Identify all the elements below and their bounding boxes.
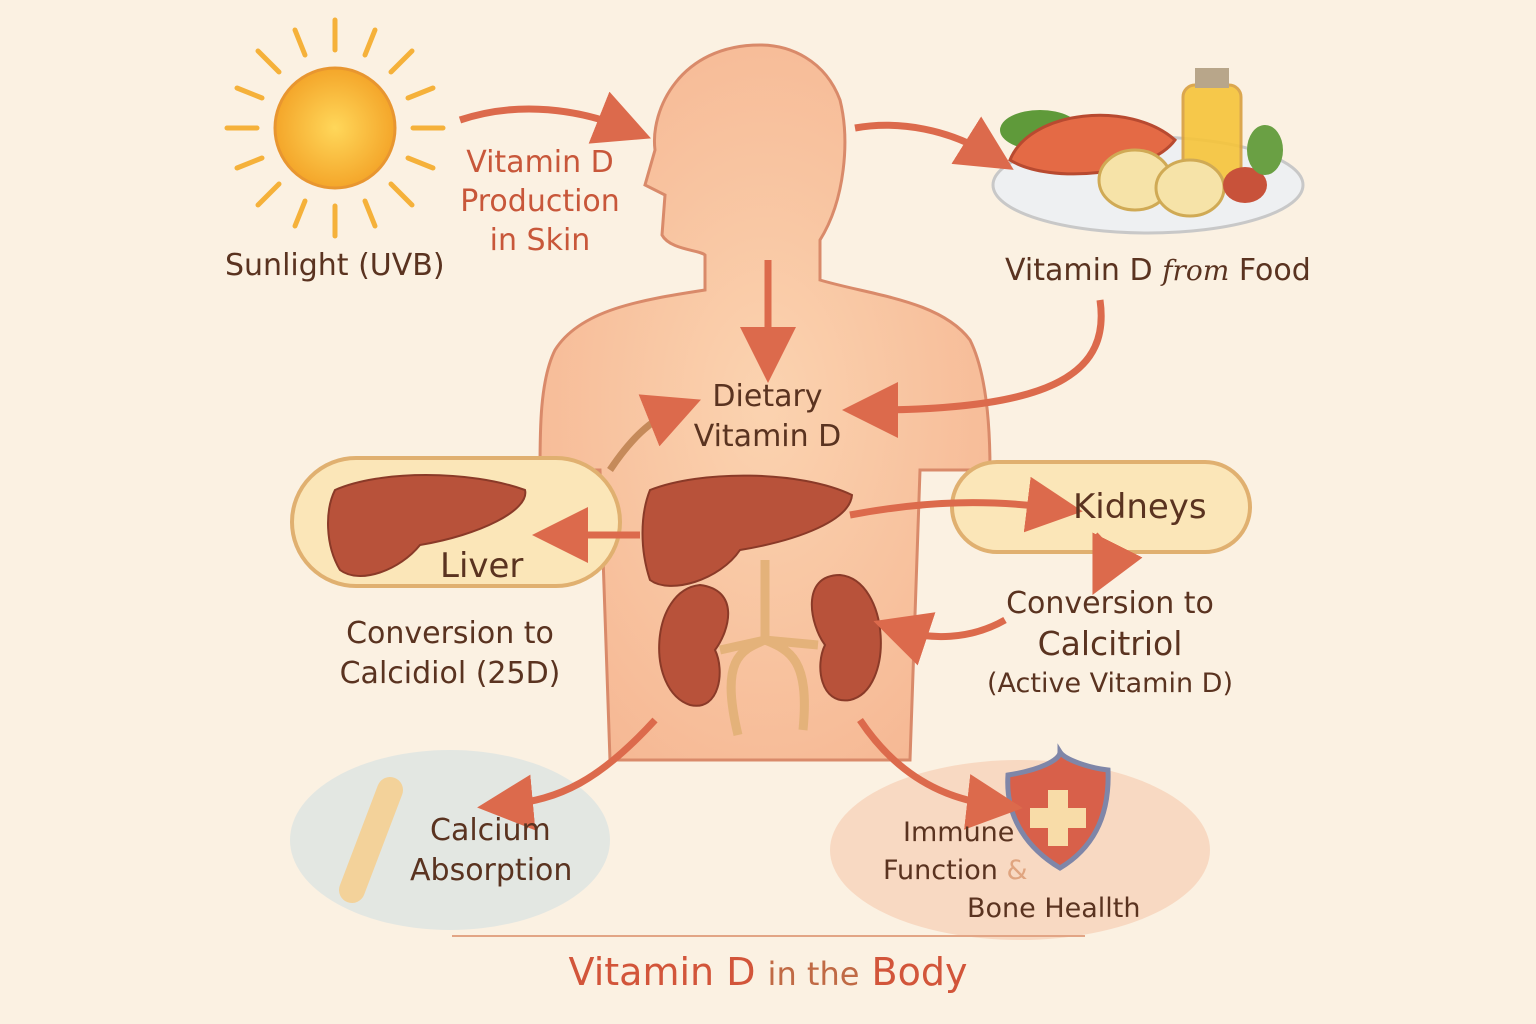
dietary-vitamin-d-label: Dietary Vitamin D bbox=[680, 377, 855, 457]
title-part: in the bbox=[767, 955, 860, 993]
food-label: Vitamin D from Food bbox=[1005, 251, 1311, 291]
calcium-line: Calcium bbox=[430, 813, 551, 848]
bone-icon bbox=[339, 777, 403, 903]
calcium-line: Absorption bbox=[410, 853, 573, 888]
skin-production-line: Vitamin D bbox=[466, 145, 614, 180]
skin-production-line: Production bbox=[460, 184, 620, 219]
sunlight-label: Sunlight (UVB) bbox=[225, 248, 445, 283]
central-liver-icon bbox=[641, 474, 854, 587]
food-label-italic: from bbox=[1162, 254, 1230, 287]
calcitriol-line: Conversion to bbox=[1006, 586, 1214, 621]
immune-wash bbox=[830, 760, 1210, 940]
dietary-line: Vitamin D bbox=[693, 419, 842, 454]
food-label-end: Food bbox=[1238, 253, 1311, 288]
kidneys-label: Kidneys bbox=[1073, 487, 1207, 527]
shield-icon bbox=[1005, 743, 1111, 871]
calcidiol-line: Calcidiol (25D) bbox=[339, 656, 561, 691]
calcitriol-label: Conversion to Calcitriol (Active Vitamin… bbox=[985, 584, 1235, 704]
title-part: Body bbox=[871, 950, 968, 994]
food-label-main: Vitamin D bbox=[1005, 253, 1153, 288]
flow-arrows bbox=[458, 91, 1143, 831]
title-part: Vitamin D bbox=[568, 950, 756, 994]
page-title: Vitamin D in the Body bbox=[0, 950, 1536, 994]
calcium-absorption-label: Calcium Absorption bbox=[410, 811, 572, 891]
immune-line: Function bbox=[883, 855, 998, 886]
liver-icon bbox=[327, 474, 527, 577]
calcidiol-label: Conversion to Calcidiol (25D) bbox=[330, 614, 570, 694]
sun-icon bbox=[224, 17, 446, 239]
immune-line: Immune bbox=[903, 817, 1015, 848]
skin-production-line: in Skin bbox=[489, 223, 591, 258]
calcitriol-line: Calcitriol bbox=[1037, 624, 1183, 663]
immune-bone-label: Immune Function & Bone Heallth bbox=[883, 814, 1141, 928]
calcitriol-line: (Active Vitamin D) bbox=[987, 668, 1233, 699]
ampersand: & bbox=[1006, 855, 1028, 886]
liver-label: Liver bbox=[440, 546, 524, 586]
dietary-line: Dietary bbox=[712, 379, 823, 414]
food-plate-icon bbox=[991, 68, 1305, 235]
bone-health-line: Bone Heallth bbox=[967, 893, 1141, 924]
calcidiol-line: Conversion to bbox=[346, 616, 554, 651]
kidneys-icon bbox=[658, 560, 882, 737]
skin-production-label: Vitamin D Production in Skin bbox=[450, 143, 630, 260]
